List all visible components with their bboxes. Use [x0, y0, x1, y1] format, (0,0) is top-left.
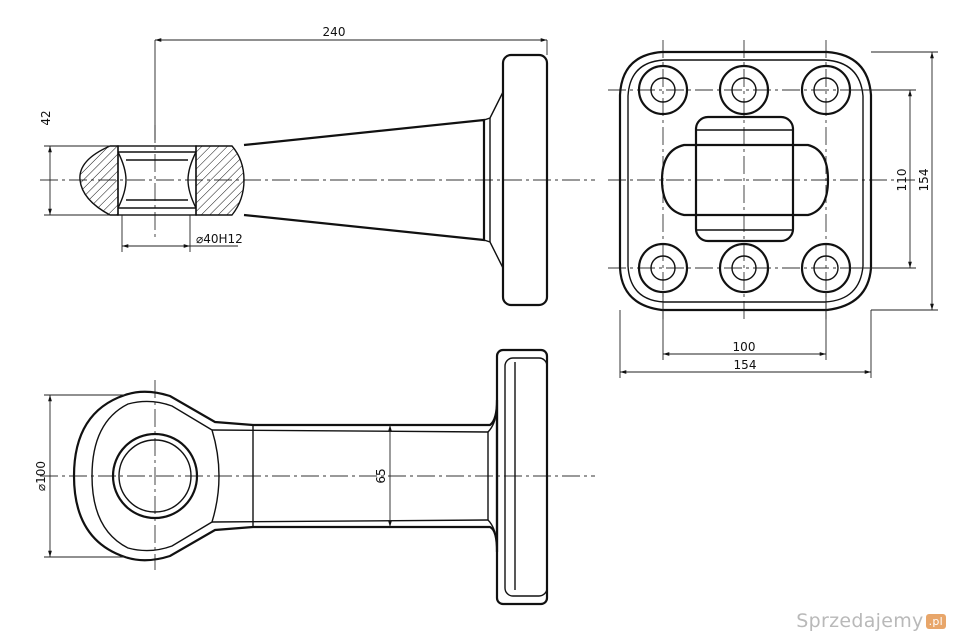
dim-length: 240 — [323, 25, 346, 39]
bolt-holes — [637, 64, 852, 294]
dim-plate-width: 154 — [734, 358, 757, 372]
plate-view: 100 154 110 154 — [608, 40, 938, 378]
watermark-text: Sprzedajemy — [796, 610, 924, 632]
top-view: ⌀100 65 — [34, 348, 595, 606]
dim-hole-spacing-h: 100 — [733, 340, 756, 354]
watermark-logo: Sprzedajemy .pl — [796, 610, 946, 632]
dim-hole-spacing-v: 110 — [895, 169, 909, 192]
dim-eye-height: 42 — [39, 110, 53, 125]
dim-plate-height: 154 — [917, 169, 931, 192]
watermark-badge: .pl — [925, 613, 946, 629]
side-view: 240 42 ⌀40H12 — [39, 25, 595, 307]
dim-eye-diameter: ⌀100 — [34, 461, 48, 491]
dim-bore: ⌀40H12 — [196, 232, 243, 246]
dim-neck-width: 65 — [374, 468, 388, 483]
